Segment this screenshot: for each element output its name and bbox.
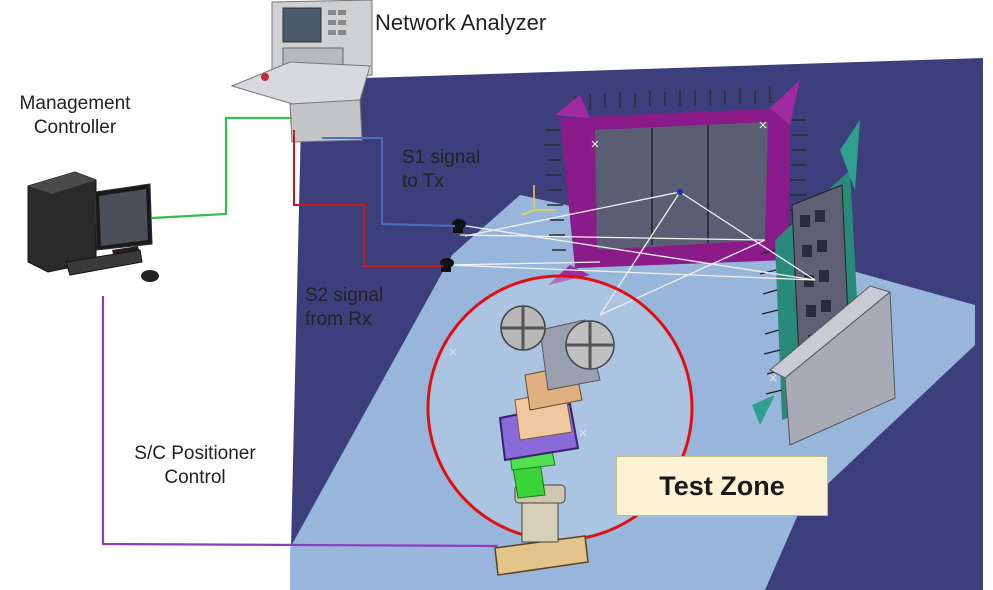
controller-to-analyzer-link [151, 116, 292, 220]
management-controller-line-1: Management [19, 93, 131, 114]
s1-signal-line-2: to Tx [402, 171, 444, 192]
s2-signal-label: S2 signal from Rx [305, 284, 383, 332]
s1-signal-line [322, 137, 456, 227]
positioner-control-line [101, 296, 499, 548]
positioner-control-line-1: S/C Positioner [134, 443, 256, 464]
network-analyzer-device [230, 0, 373, 143]
reflector-absorber-panel [544, 80, 808, 285]
feed-array [769, 184, 896, 446]
positioner-control-line-2: Control [164, 467, 226, 488]
probe-tx [452, 219, 466, 233]
test-zone-label: Test Zone [616, 456, 828, 516]
spacecraft-positioner [494, 305, 615, 576]
s2-signal-line-2: from Rx [305, 309, 372, 330]
management-computer [27, 171, 159, 282]
ray-lines [449, 191, 816, 316]
management-controller-label: Management Controller [4, 92, 146, 140]
management-controller-line-2: Controller [33, 117, 117, 138]
positioner-control-label: S/C Positioner Control [110, 442, 280, 490]
s2-signal-line-1: S2 signal [305, 285, 384, 306]
s1-signal-label: S1 signal to Tx [402, 146, 480, 194]
network-analyzer-label: Network Analyzer [375, 10, 547, 35]
s2-signal-line [293, 130, 443, 267]
s1-signal-line-1: S1 signal [402, 147, 481, 168]
focal-point [677, 189, 683, 195]
probe-rx [440, 258, 454, 272]
coordinate-axes [521, 185, 556, 216]
ray-markers [449, 121, 777, 437]
